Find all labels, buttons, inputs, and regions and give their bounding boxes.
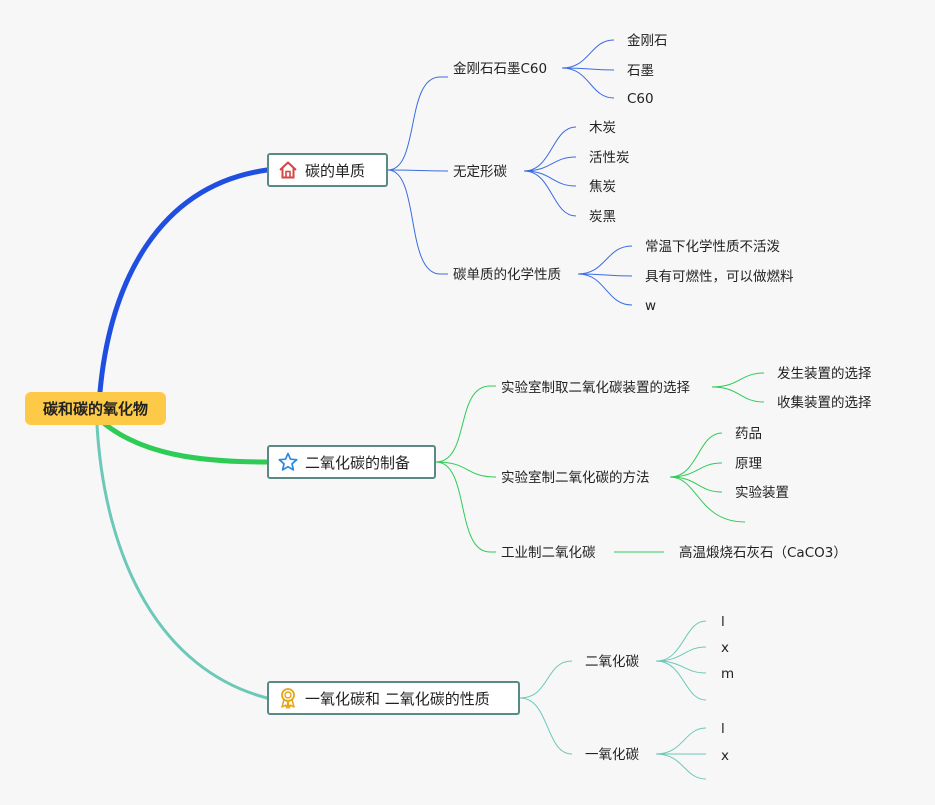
connector-s0-l0: [561, 39, 615, 69]
subtopic-node[interactable]: 实验室制二氧化碳的方法: [501, 470, 650, 486]
leaf-node[interactable]: l: [721, 614, 725, 630]
leaf-node[interactable]: 活性炭: [589, 150, 630, 166]
connector-t1-l2: [669, 476, 723, 493]
connector-u1-l2: [655, 753, 707, 780]
root-label: 碳和碳的氧化物: [42, 400, 148, 418]
connector-u0-l3: [655, 660, 707, 701]
connector-u0-l1: [655, 646, 707, 662]
connector-b0-s0: [387, 76, 448, 171]
leaf-node[interactable]: 实验装置: [735, 485, 789, 501]
connector-b0-s2: [387, 169, 448, 275]
leaf-node[interactable]: x: [721, 748, 729, 764]
connector-b2-s0: [519, 660, 573, 699]
connector-b1-s1: [435, 461, 497, 478]
subtopic-node[interactable]: 金刚石石墨C60: [453, 61, 548, 77]
connector-s1-l1: [523, 156, 577, 172]
connector-t1-l0: [669, 432, 723, 478]
leaf-node[interactable]: 金刚石: [627, 33, 668, 49]
leaf-node[interactable]: 具有可燃性，可以做燃料: [645, 269, 794, 285]
leaf-node[interactable]: 发生装置的选择: [777, 366, 872, 382]
branch-node-co2-preparation[interactable]: 二氧化碳的制备: [267, 445, 436, 479]
leaf-node[interactable]: C60: [627, 91, 654, 107]
leaf-node[interactable]: m: [721, 666, 735, 682]
connector-b1-s2: [435, 461, 496, 553]
leaf-node[interactable]: 收集装置的选择: [777, 395, 872, 411]
connector-t1-l1: [669, 462, 723, 478]
subtopic-node[interactable]: 无定形碳: [453, 164, 507, 180]
connector-root-branch-2: [95, 423, 269, 700]
subtopic-node[interactable]: 碳单质的化学性质: [453, 267, 561, 283]
subtopic-node[interactable]: 一氧化碳: [585, 747, 639, 763]
connector-root-branch-1: [97, 417, 270, 465]
leaf-node[interactable]: 木炭: [589, 120, 616, 136]
leaf-node[interactable]: l: [721, 721, 725, 737]
leaf-node[interactable]: 药品: [735, 426, 762, 442]
branch-label: 二氧化碳的制备: [305, 453, 411, 472]
branch-label: 碳的单质: [305, 161, 366, 180]
subtopic-node[interactable]: 二氧化碳: [585, 654, 639, 670]
branch-node-co-co2-properties[interactable]: 一氧化碳和 二氧化碳的性质: [267, 681, 520, 715]
connector-s1-l0: [523, 126, 577, 172]
subtopic-node[interactable]: 实验室制取二氧化碳装置的选择: [501, 380, 690, 396]
connector-u0-l2: [655, 660, 707, 674]
star-icon: [277, 451, 299, 473]
leaf-node[interactable]: 高温煅烧石灰石（CaCO3）: [679, 545, 847, 561]
connector-s2-l1: [577, 273, 633, 277]
subtopic-node[interactable]: 工业制二氧化碳: [501, 545, 596, 561]
leaf-node[interactable]: 原理: [735, 456, 762, 472]
connector-b0-s1: [387, 169, 449, 172]
leaf-node[interactable]: 常温下化学性质不活泼: [645, 239, 780, 255]
connector-s2-l2: [577, 273, 633, 306]
branch-node-carbon-elements[interactable]: 碳的单质: [267, 153, 388, 187]
connector-s0-l2: [561, 67, 615, 99]
leaf-node[interactable]: 石墨: [627, 63, 654, 79]
award-icon: [277, 687, 299, 709]
home-icon: [277, 159, 299, 181]
connector-root-branch-0: [97, 167, 270, 395]
leaf-node[interactable]: 炭黑: [589, 209, 616, 225]
root-node[interactable]: 碳和碳的氧化物: [25, 392, 166, 425]
connector-s2-l0: [577, 245, 633, 275]
connector-t1-l3: [669, 476, 746, 523]
leaf-node[interactable]: x: [721, 640, 729, 656]
leaf-node[interactable]: 焦炭: [589, 179, 616, 195]
connector-t0-l0: [711, 372, 765, 388]
connector-t0-l1: [711, 386, 765, 403]
leaf-node[interactable]: w: [645, 298, 657, 314]
connector-u1-l0: [655, 727, 707, 755]
connector-b1-s0: [435, 385, 496, 463]
connector-b2-s1: [519, 697, 573, 755]
branch-label: 一氧化碳和 二氧化碳的性质: [305, 689, 490, 708]
connector-s1-l3: [523, 170, 577, 217]
connector-s1-l2: [523, 170, 577, 187]
connector-u0-l0: [655, 620, 707, 662]
